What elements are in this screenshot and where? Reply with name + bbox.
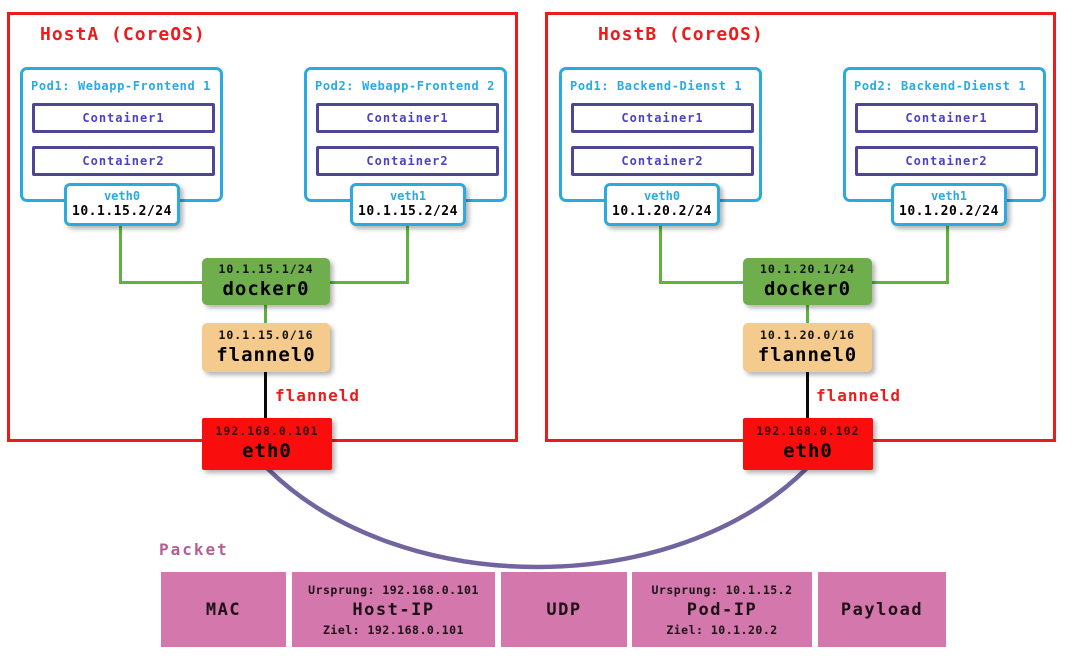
host-b-pod2-box: Pod2: Backend-Dienst 1 Container1 Contai… bbox=[843, 67, 1046, 202]
flannel0-node: 10.1.20.0/16 flannel0 bbox=[743, 323, 872, 372]
connector-veth1-docker0 bbox=[872, 281, 949, 284]
veth-name: veth0 bbox=[643, 188, 681, 203]
container-box: Container1 bbox=[32, 103, 215, 133]
veth-ip: 10.1.15.2/24 bbox=[72, 203, 172, 219]
pod-title: Pod2: Webapp-Frontend 2 bbox=[315, 79, 495, 93]
veth-ip: 10.1.20.2/24 bbox=[612, 203, 712, 219]
segment-title: UDP bbox=[546, 599, 582, 620]
connector-veth0-docker0 bbox=[119, 225, 122, 284]
segment-source: Ursprung: 192.168.0.101 bbox=[308, 582, 479, 597]
host-a-pod1-box: Pod1: Webapp-Frontend 1 Container1 Conta… bbox=[20, 67, 223, 202]
container-box: Container2 bbox=[316, 146, 499, 176]
flannel0-name: flannel0 bbox=[216, 343, 316, 366]
segment-title: MAC bbox=[205, 599, 242, 620]
packet-segment-mac: MAC bbox=[161, 572, 286, 647]
veth-name: veth1 bbox=[389, 188, 427, 203]
veth-box: veth0 10.1.20.2/24 bbox=[604, 183, 720, 226]
packet-label: Packet bbox=[159, 540, 229, 559]
eth0-node: 192.168.0.102 eth0 bbox=[743, 418, 873, 470]
docker0-node: 10.1.15.1/24 docker0 bbox=[202, 258, 330, 305]
flannel0-ip: 10.1.20.0/16 bbox=[759, 327, 856, 342]
pod-title: Pod1: Backend-Dienst 1 bbox=[570, 79, 743, 93]
packet-segment-payload: Payload bbox=[818, 572, 946, 647]
flannel0-node: 10.1.15.0/16 flannel0 bbox=[202, 323, 330, 372]
host-a-pod2-box: Pod2: Webapp-Frontend 2 Container1 Conta… bbox=[304, 67, 507, 202]
veth-box: veth0 10.1.15.2/24 bbox=[64, 183, 180, 226]
connector-veth1-docker0 bbox=[406, 225, 409, 284]
eth0-ip: 192.168.0.101 bbox=[215, 424, 319, 439]
veth-ip: 10.1.15.2/24 bbox=[358, 203, 458, 219]
veth-name: veth0 bbox=[103, 188, 141, 203]
flanneld-label: flanneld bbox=[816, 386, 902, 405]
connector-veth0-docker0 bbox=[659, 225, 662, 284]
veth-box: veth1 10.1.15.2/24 bbox=[350, 183, 466, 226]
packet-segment-host-ip: Ursprung: 192.168.0.101 Host-IP Ziel: 19… bbox=[292, 572, 495, 647]
segment-source: Ursprung: 10.1.15.2 bbox=[651, 582, 793, 597]
segment-title: Pod-IP bbox=[686, 599, 758, 620]
connector-veth0-docker0 bbox=[659, 281, 743, 284]
docker0-ip: 10.1.15.1/24 bbox=[218, 261, 314, 276]
docker0-ip: 10.1.20.1/24 bbox=[759, 261, 856, 276]
docker0-name: docker0 bbox=[222, 277, 310, 300]
packet-segment-pod-ip: Ursprung: 10.1.15.2 Pod-IP Ziel: 10.1.20… bbox=[632, 572, 812, 647]
eth0-node: 192.168.0.101 eth0 bbox=[202, 418, 332, 470]
connector-veth1-docker0 bbox=[330, 281, 409, 284]
eth0-ip: 192.168.0.102 bbox=[756, 424, 860, 439]
host-a-title: HostA (CoreOS) bbox=[40, 24, 206, 45]
container-box: Container2 bbox=[32, 146, 215, 176]
eth0-name: eth0 bbox=[783, 440, 833, 463]
host-b-pod1-box: Pod1: Backend-Dienst 1 Container1 Contai… bbox=[559, 67, 762, 202]
container-box: Container2 bbox=[571, 146, 754, 176]
segment-dest: Ziel: 192.168.0.101 bbox=[322, 622, 465, 637]
docker0-name: docker0 bbox=[763, 277, 852, 300]
container-box: Container1 bbox=[571, 103, 754, 133]
flannel0-name: flannel0 bbox=[757, 343, 858, 366]
connector-veth1-docker0 bbox=[946, 225, 949, 284]
veth-ip: 10.1.20.2/24 bbox=[899, 203, 999, 219]
flanneld-label: flanneld bbox=[275, 386, 361, 405]
pod-title: Pod2: Backend-Dienst 1 bbox=[854, 79, 1027, 93]
packet-segment-udp: UDP bbox=[501, 572, 627, 647]
segment-title: Payload bbox=[840, 599, 924, 620]
docker0-node: 10.1.20.1/24 docker0 bbox=[743, 258, 872, 305]
connector-docker0-flannel0 bbox=[264, 303, 267, 325]
connector-veth0-docker0 bbox=[119, 281, 202, 284]
eth0-name: eth0 bbox=[242, 440, 292, 463]
flannel0-ip: 10.1.15.0/16 bbox=[218, 327, 314, 342]
pod-title: Pod1: Webapp-Frontend 1 bbox=[31, 79, 211, 93]
container-box: Container1 bbox=[855, 103, 1038, 133]
segment-dest: Ziel: 10.1.20.2 bbox=[666, 622, 778, 637]
connector-flannel0-eth0 bbox=[806, 370, 809, 420]
segment-title: Host-IP bbox=[352, 599, 435, 620]
veth-box: veth1 10.1.20.2/24 bbox=[891, 183, 1007, 226]
container-box: Container2 bbox=[855, 146, 1038, 176]
container-box: Container1 bbox=[316, 103, 499, 133]
connector-flannel0-eth0 bbox=[264, 370, 267, 420]
veth-name: veth1 bbox=[930, 188, 968, 203]
connector-docker0-flannel0 bbox=[806, 303, 809, 325]
host-b-title: HostB (CoreOS) bbox=[598, 24, 764, 45]
